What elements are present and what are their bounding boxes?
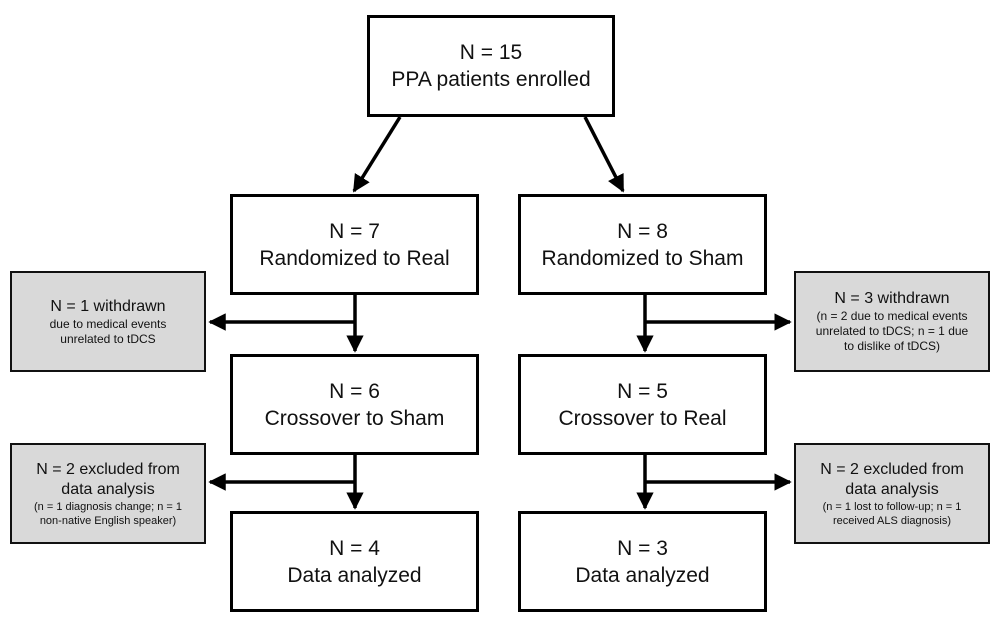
sham-excluded-detail-1: (n = 1 lost to follow-up; n = 1 <box>822 500 962 513</box>
real-analyzed-count: N = 4 <box>329 536 380 560</box>
sham-withdrawn-title: N = 3 withdrawn <box>834 290 950 307</box>
real-excluded-title-1: N = 2 excluded from <box>36 460 180 478</box>
real-randomized-count: N = 7 <box>329 219 380 243</box>
real-crossover-box: N = 6 Crossover to Sham <box>230 354 479 455</box>
sham-excluded-box: N = 2 excluded from data analysis (n = 1… <box>794 443 990 544</box>
sham-withdrawn-detail-3: to dislike of tDCS) <box>843 339 941 353</box>
sham-randomized-count: N = 8 <box>617 219 668 243</box>
real-withdrawn-title: N = 1 withdrawn <box>50 297 166 315</box>
sham-excluded-title-1: N = 2 excluded from <box>820 460 964 478</box>
sham-excluded-detail-2: received ALS diagnosis) <box>832 514 951 527</box>
real-withdrawn-detail-1: due to medical events <box>49 316 167 331</box>
sham-analyzed-label: Data analyzed <box>575 563 710 587</box>
arrow-enrolled-to-sham <box>583 116 625 193</box>
sham-withdrawn-box: N = 3 withdrawn (n = 2 due to medical ev… <box>794 271 990 372</box>
real-withdrawn-detail-2: unrelated to tDCS <box>60 331 156 346</box>
sham-crossover-count: N = 5 <box>617 379 668 403</box>
real-crossover-count: N = 6 <box>329 379 380 403</box>
real-excluded-box: N = 2 excluded from data analysis (n = 1… <box>10 443 206 544</box>
sham-randomized-box: N = 8 Randomized to Sham <box>518 194 767 295</box>
enrolled-count: N = 15 <box>459 41 523 64</box>
real-excluded-detail-1: (n = 1 diagnosis change; n = 1 <box>34 500 182 513</box>
real-analyzed-label: Data analyzed <box>287 563 422 587</box>
sham-crossover-box: N = 5 Crossover to Real <box>518 354 767 455</box>
arrow-enrolled-to-real <box>352 116 402 193</box>
real-excluded-title-2: data analysis <box>61 480 155 498</box>
sham-analyzed-count: N = 3 <box>617 536 668 560</box>
enrolled-box: N = 15 PPA patients enrolled <box>367 15 615 117</box>
real-withdrawn-box: N = 1 withdrawn due to medical events un… <box>10 271 206 372</box>
real-excluded-detail-2: non-native English speaker) <box>39 514 177 527</box>
real-randomized-box: N = 7 Randomized to Real <box>230 194 479 295</box>
sham-excluded-title-2: data analysis <box>845 480 939 498</box>
enrolled-label: PPA patients enrolled <box>391 68 591 91</box>
sham-withdrawn-detail-2: unrelated to tDCS; n = 1 due <box>815 324 969 338</box>
sham-withdrawn-detail-1: (n = 2 due to medical events <box>816 309 968 323</box>
real-analyzed-box: N = 4 Data analyzed <box>230 511 479 612</box>
real-randomized-label: Randomized to Real <box>259 246 450 270</box>
sham-analyzed-box: N = 3 Data analyzed <box>518 511 767 612</box>
sham-randomized-label: Randomized to Sham <box>541 246 744 270</box>
real-crossover-label: Crossover to Sham <box>264 406 445 430</box>
sham-crossover-label: Crossover to Real <box>558 406 727 430</box>
